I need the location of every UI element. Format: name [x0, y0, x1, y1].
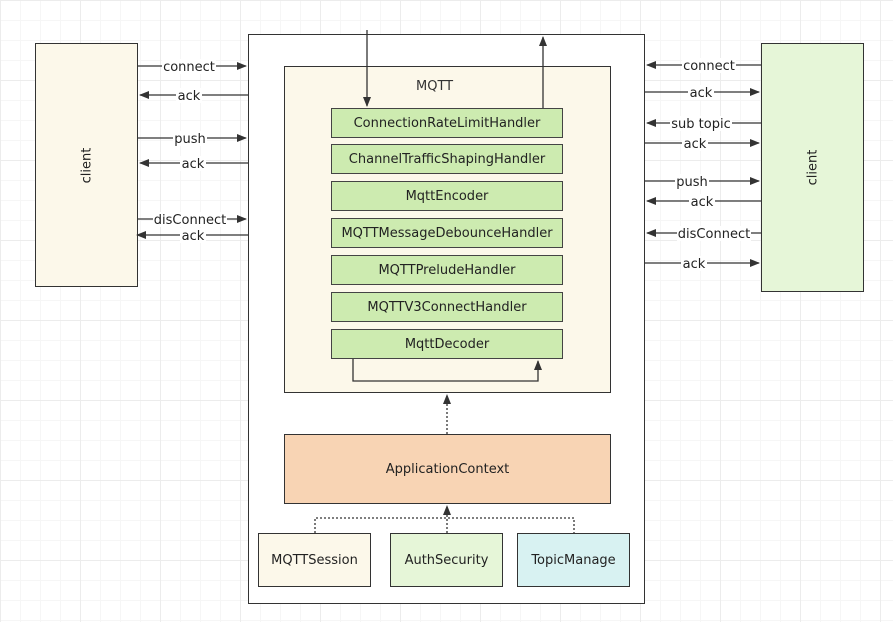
right-arrow-4: push — [645, 174, 760, 190]
right-arrow-label: push — [676, 175, 708, 190]
application-context: ApplicationContext — [284, 434, 611, 504]
right-arrow-7: ack — [645, 256, 760, 272]
handler-channel-traffic-shaping: ChannelTrafficShapingHandler — [331, 144, 563, 174]
handler-mqtt-decoder: MqttDecoder — [331, 329, 563, 359]
handler-message-debounce: MQTTMessageDebounceHandler — [331, 218, 563, 248]
left-arrow-label: disConnect — [154, 213, 226, 228]
handler-mqtt-prelude: MQTTPreludeHandler — [331, 255, 563, 285]
right-arrow-label: sub topic — [671, 117, 730, 132]
right-client: client — [761, 43, 864, 292]
left-arrow-label: connect — [163, 60, 215, 75]
right-arrow-label: ack — [683, 257, 706, 272]
left-arrow-label: ack — [182, 229, 205, 244]
handler-connection-rate-limit: ConnectionRateLimitHandler — [331, 108, 563, 138]
right-arrow-6: disConnect — [646, 226, 761, 242]
right-arrow-0: connect — [646, 58, 761, 74]
right-arrow-5: ack — [646, 194, 761, 210]
component-auth-security: AuthSecurity — [390, 533, 503, 587]
right-arrow-label: ack — [690, 86, 713, 101]
left-arrow-label: ack — [178, 89, 201, 104]
handler-mqtt-encoder: MqttEncoder — [331, 181, 563, 211]
handler-mqttv3-connect: MQTTV3ConnectHandler — [331, 292, 563, 322]
decoder-loop-arrow — [352, 359, 542, 382]
left-arrow-0: connect — [138, 59, 247, 75]
left-arrow-1: ack — [139, 88, 248, 104]
left-arrow-label: ack — [182, 157, 205, 172]
left-arrow-label: push — [174, 132, 206, 147]
left-arrow-4: disConnect — [138, 212, 247, 228]
right-arrow-2: sub topic — [646, 116, 761, 132]
right-arrow-label: disConnect — [678, 227, 750, 242]
components-bus — [314, 517, 575, 533]
component-topic-manage: TopicManage — [517, 533, 630, 587]
right-arrow-label: ack — [684, 137, 707, 152]
left-client: client — [35, 43, 138, 287]
left-arrow-5: ack — [136, 228, 248, 244]
right-arrow-1: ack — [645, 85, 760, 101]
mqtt-title: MQTT — [416, 79, 454, 94]
right-arrow-label: connect — [683, 59, 735, 74]
right-arrow-3: ack — [645, 136, 760, 152]
right-arrow-label: ack — [691, 195, 714, 210]
left-arrow-2: push — [138, 131, 247, 147]
left-arrow-3: ack — [139, 156, 248, 172]
component-mqtt-session: MQTTSession — [258, 533, 371, 587]
